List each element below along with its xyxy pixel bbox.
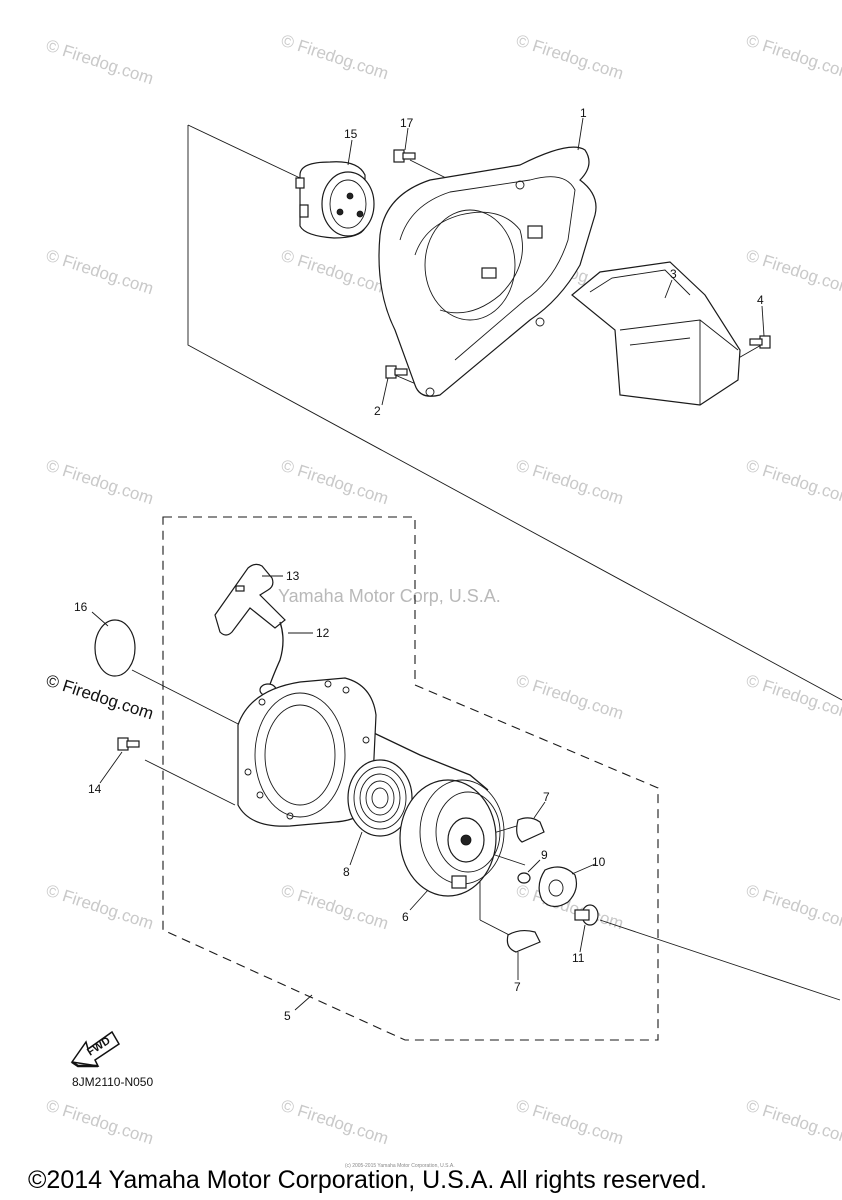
part-7-pawl-lower	[506, 929, 541, 953]
part-11-bolt	[574, 904, 599, 926]
callout-3: 3	[670, 267, 677, 281]
watermark: © Firedog.com	[744, 1096, 842, 1149]
watermark: © Firedog.com	[279, 881, 391, 934]
watermark: © Firedog.com	[279, 31, 391, 84]
callout-10: 10	[592, 855, 606, 869]
callout-8: 8	[343, 865, 350, 879]
watermark: © Firedog.com	[44, 36, 156, 89]
watermark-dark: © Firedog.com	[44, 671, 156, 724]
watermark: © Firedog.com	[44, 881, 156, 934]
copyright-footer: ©2014 Yamaha Motor Corporation, U.S.A. A…	[28, 1166, 707, 1194]
callout-7-lower: 7	[514, 980, 521, 994]
watermark: © Firedog.com	[279, 246, 391, 299]
part-6-reel	[399, 779, 505, 897]
fwd-arrow-icon: FWD	[70, 1030, 121, 1068]
part-16-seal	[94, 619, 136, 677]
callout-16: 16	[74, 600, 88, 614]
part-7-pawl-upper	[516, 817, 545, 843]
tiny-notice: (c) 2005-2015 Yamaha Motor Corporation, …	[345, 1163, 455, 1169]
watermark: © Firedog.com	[744, 671, 842, 724]
callout-2: 2	[374, 404, 381, 418]
watermark: © Firedog.com	[44, 456, 156, 509]
watermark: © Firedog.com	[279, 456, 391, 509]
callout-14: 14	[88, 782, 102, 796]
callout-5: 5	[284, 1009, 291, 1023]
watermark: © Firedog.com	[279, 1096, 391, 1149]
part-9-clip	[517, 872, 531, 884]
part-13-handle	[214, 563, 286, 636]
diagram-code: 8JM2110-N050	[72, 1075, 153, 1089]
callout-9: 9	[541, 848, 548, 862]
part-10-plate	[538, 866, 578, 908]
callouts: 1 2 3 4 5 6 7 7 8 9 10 11 12 13 14 15 16…	[74, 106, 764, 1023]
watermark: © Firedog.com	[744, 881, 842, 934]
part-15-collar	[295, 161, 375, 239]
callout-6: 6	[402, 910, 409, 924]
watermark: © Firedog.com	[514, 31, 626, 84]
watermark: © Firedog.com	[514, 671, 626, 724]
part-3-air-duct	[571, 261, 741, 406]
corp-watermark: Yamaha Motor Corp, U.S.A.	[278, 586, 501, 606]
watermark: © Firedog.com	[514, 456, 626, 509]
watermark: © Firedog.com	[44, 1096, 156, 1149]
callout-17: 17	[400, 116, 414, 130]
leader-lines	[91, 117, 765, 1011]
callout-1: 1	[580, 106, 587, 120]
watermark: © Firedog.com	[514, 1096, 626, 1149]
watermark: © Firedog.com	[744, 246, 842, 299]
callout-7-upper: 7	[543, 790, 550, 804]
callout-4: 4	[757, 293, 764, 307]
part-4-bolt	[749, 335, 771, 349]
starter-assembly-boundary	[162, 516, 659, 1041]
part-2-bolt	[385, 365, 408, 379]
callout-13: 13	[286, 569, 300, 583]
watermark: © Firedog.com	[744, 31, 842, 84]
part-14-bolt	[117, 737, 140, 751]
callout-15: 15	[344, 127, 358, 141]
watermark: © Firedog.com	[44, 246, 156, 299]
part-8-spring	[347, 759, 413, 837]
starter-case	[237, 677, 377, 827]
part-1-fan-housing	[378, 146, 597, 397]
watermark: © Firedog.com	[744, 456, 842, 509]
part-17-bolt	[393, 149, 416, 163]
callout-12: 12	[316, 626, 330, 640]
callout-11: 11	[572, 951, 585, 965]
